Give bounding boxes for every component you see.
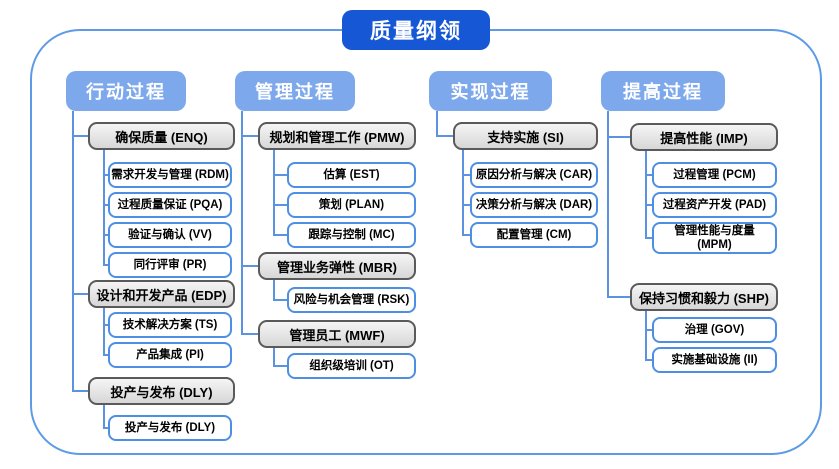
node-car: 原因分析与解决 (CAR) bbox=[470, 162, 598, 188]
node-vv: 验证与确认 (VV) bbox=[108, 222, 232, 248]
node-pi: 产品集成 (PI) bbox=[108, 342, 232, 368]
connector bbox=[103, 354, 108, 356]
node-mc: 跟踪与控制 (MC) bbox=[287, 222, 416, 248]
connector bbox=[645, 311, 647, 360]
connector bbox=[607, 136, 630, 138]
node-dly: 投产与发布 (DLY) bbox=[88, 377, 235, 405]
connector bbox=[72, 135, 88, 137]
connector bbox=[645, 174, 652, 176]
node-shp: 保持习惯和毅力 (SHP) bbox=[630, 283, 778, 311]
connector bbox=[241, 135, 258, 137]
column-header-action-process: 行动过程 bbox=[66, 71, 186, 111]
node-ts: 技术解决方案 (TS) bbox=[108, 312, 232, 338]
node-dly-child: 投产与发布 (DLY) bbox=[108, 415, 232, 441]
column-header-realization-process: 实现过程 bbox=[429, 71, 552, 111]
node-plan: 策划 (PLAN) bbox=[287, 192, 416, 218]
node-si: 支持实施 (SI) bbox=[453, 122, 598, 150]
node-enq: 确保质量 (ENQ) bbox=[88, 122, 235, 150]
connector bbox=[273, 365, 287, 367]
connector bbox=[273, 174, 287, 176]
connector bbox=[103, 174, 108, 176]
node-pcm: 过程管理 (PCM) bbox=[652, 162, 777, 188]
connector bbox=[241, 111, 243, 334]
node-cm: 配置管理 (CM) bbox=[470, 222, 598, 248]
node-est: 估算 (EST) bbox=[287, 162, 416, 188]
node-mpm: 管理性能与度量 (MPM) bbox=[652, 222, 777, 254]
node-mwf: 管理员工 (MWF) bbox=[258, 320, 416, 348]
connector bbox=[273, 299, 287, 301]
node-ot: 组织级培训 (OT) bbox=[287, 353, 416, 379]
connector bbox=[645, 204, 652, 206]
connector bbox=[273, 348, 275, 366]
column-header-improvement-process: 提高过程 bbox=[601, 71, 725, 111]
connector bbox=[103, 427, 108, 429]
connector bbox=[72, 390, 88, 392]
diagram-title: 质量纲领 bbox=[342, 10, 490, 50]
connector bbox=[645, 329, 652, 331]
connector bbox=[273, 234, 287, 236]
column-header-management-process: 管理过程 bbox=[235, 71, 355, 111]
connector bbox=[103, 324, 108, 326]
connector bbox=[645, 359, 652, 361]
connector bbox=[103, 264, 108, 266]
connector bbox=[103, 405, 105, 428]
node-pad: 过程资产开发 (PAD) bbox=[652, 192, 777, 218]
connector bbox=[103, 234, 108, 236]
connector bbox=[273, 150, 275, 235]
connector bbox=[103, 308, 105, 355]
node-imp: 提高性能 (IMP) bbox=[630, 123, 778, 151]
node-pmw: 规划和管理工作 (PMW) bbox=[258, 122, 416, 150]
node-pqa: 过程质量保证 (PQA) bbox=[108, 192, 232, 218]
connector bbox=[607, 111, 609, 297]
connector bbox=[436, 111, 438, 136]
connector bbox=[103, 204, 108, 206]
connector bbox=[241, 333, 258, 335]
connector bbox=[462, 234, 470, 236]
connector bbox=[607, 296, 630, 298]
connector bbox=[645, 151, 647, 238]
connector bbox=[462, 174, 470, 176]
connector bbox=[273, 280, 275, 300]
connector bbox=[436, 135, 453, 137]
connector bbox=[72, 293, 88, 295]
connector bbox=[72, 111, 74, 391]
connector bbox=[645, 237, 652, 239]
node-rdm: 需求开发与管理 (RDM) bbox=[108, 162, 232, 188]
node-gov: 治理 (GOV) bbox=[652, 317, 777, 343]
connector bbox=[241, 265, 258, 267]
connector bbox=[462, 204, 470, 206]
node-dar: 决策分析与解决 (DAR) bbox=[470, 192, 598, 218]
node-rsk: 风险与机会管理 (RSK) bbox=[287, 287, 416, 313]
node-ii: 实施基础设施 (II) bbox=[652, 347, 777, 373]
connector bbox=[103, 150, 105, 265]
node-pr: 同行评审 (PR) bbox=[108, 252, 232, 278]
connector bbox=[462, 150, 464, 235]
node-edp: 设计和开发产品 (EDP) bbox=[88, 280, 235, 308]
connector bbox=[273, 204, 287, 206]
node-mbr: 管理业务弹性 (MBR) bbox=[258, 252, 416, 280]
